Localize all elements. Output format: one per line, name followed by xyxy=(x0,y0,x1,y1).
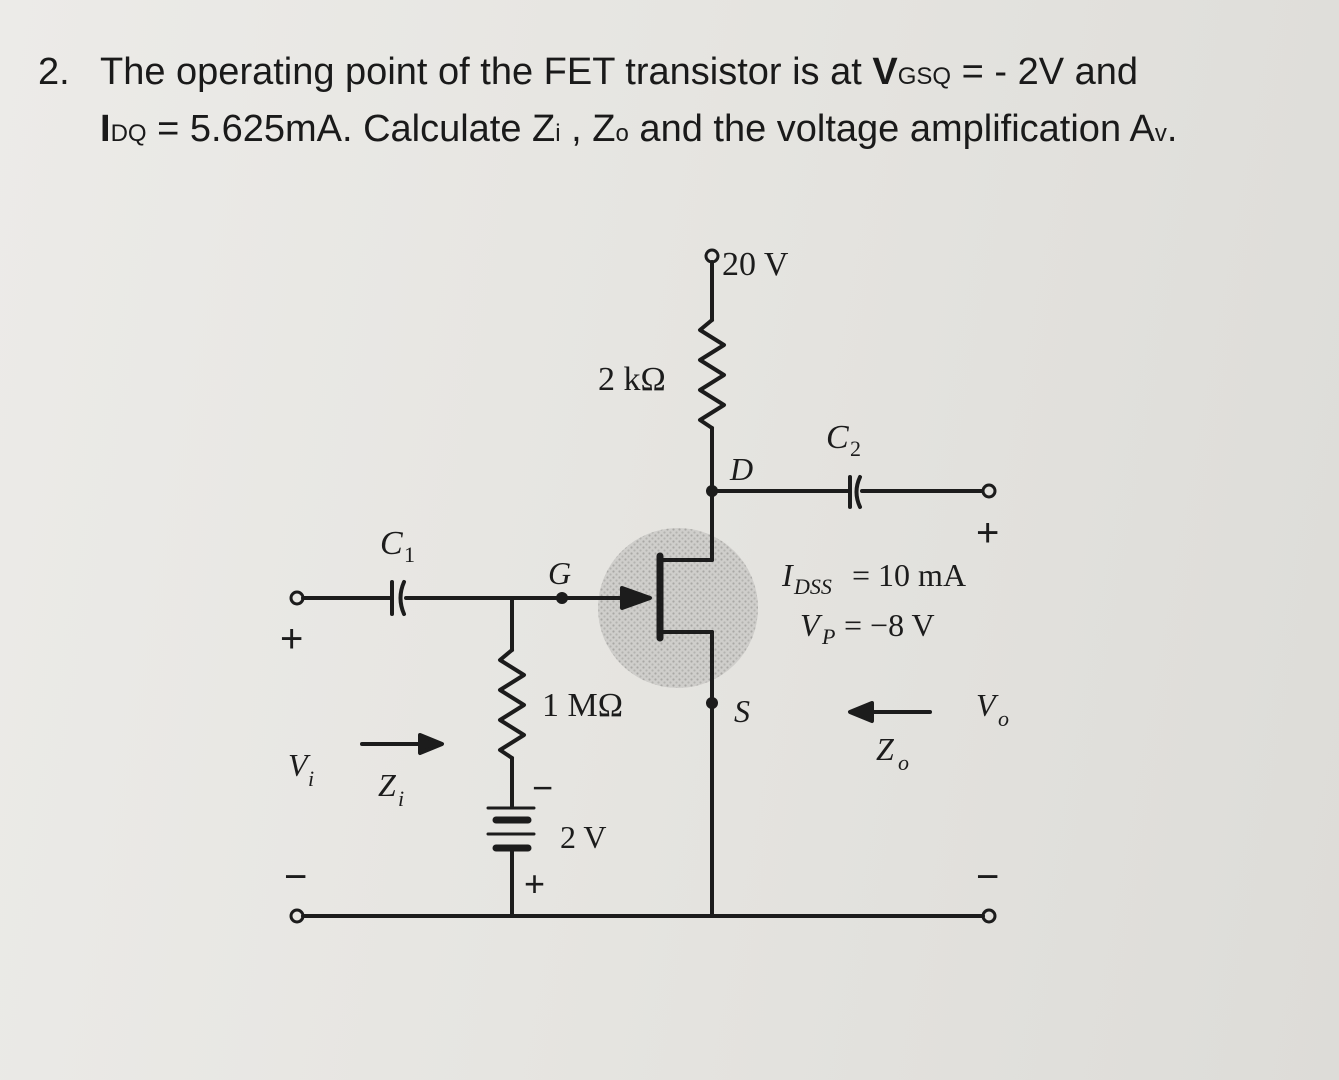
input-minus-label: − xyxy=(284,855,307,899)
c2-label: C xyxy=(826,419,849,456)
input-plus-label: + xyxy=(280,617,303,661)
vp-label: V xyxy=(800,607,823,643)
source-label: S xyxy=(734,693,750,729)
zi-subscript: i xyxy=(555,120,561,147)
question-line2-tail: and the voltage amplification A xyxy=(628,108,1155,150)
question-line1-text: The operating point of the FET transisto… xyxy=(100,51,862,93)
output-plus-label: + xyxy=(976,511,999,555)
zo-label: Z xyxy=(876,731,895,767)
idss-label: I xyxy=(781,557,794,593)
zo-arrow-icon xyxy=(848,701,874,723)
vgsq-value: = - 2V and xyxy=(961,51,1139,93)
gate-label: G xyxy=(548,555,571,591)
gate-arrow-icon xyxy=(620,586,652,610)
zo-subscript: o xyxy=(898,750,909,775)
input-terminal-bottom xyxy=(289,908,305,924)
drain-resistor-label: 2 kΩ xyxy=(598,361,666,398)
zi-arrow-icon xyxy=(418,733,444,755)
output-terminal-bottom xyxy=(981,908,997,924)
question-number: 2. xyxy=(38,51,70,93)
idss-value: = 10 mA xyxy=(852,557,966,593)
c2-plate-right xyxy=(854,475,862,509)
gate-resistor-label: 1 MΩ xyxy=(542,687,623,724)
c1-subscript: 1 xyxy=(404,542,415,567)
jfet-body-shading xyxy=(598,528,758,688)
zi-label: Z xyxy=(378,767,397,803)
source-node xyxy=(706,697,718,709)
zo-subscript: o xyxy=(615,120,629,147)
vi-label: V xyxy=(288,747,311,783)
question-line-2: IDQ = 5.625mA. Calculate Zi , Zo and the… xyxy=(38,103,1318,160)
question-end: . xyxy=(1166,108,1178,150)
vp-value: = −8 V xyxy=(844,607,935,643)
question-line2-text: = 5.625mA. Calculate Z xyxy=(157,108,556,150)
battery-label: 2 V xyxy=(560,819,607,855)
battery-plus-label: + xyxy=(524,863,545,904)
vgsq-subscript: GSQ xyxy=(897,63,952,90)
vgsq-symbol: V xyxy=(872,51,898,93)
av-subscript: v xyxy=(1154,120,1167,147)
output-terminal-top xyxy=(981,483,997,499)
supply-label: 20 V xyxy=(722,246,789,283)
question-text: 2. The operating point of the FET transis… xyxy=(38,46,1318,160)
vo-label: V xyxy=(976,687,999,723)
vi-subscript: i xyxy=(308,766,314,791)
gate-resistor xyxy=(498,648,526,760)
idss-subscript: DSS xyxy=(793,574,832,599)
idq-subscript: DQ xyxy=(110,120,147,147)
idq-symbol: I xyxy=(100,108,111,150)
battery-minus-label: − xyxy=(532,767,553,808)
output-minus-label: − xyxy=(976,855,999,899)
question-line-1: 2. The operating point of the FET transis… xyxy=(38,46,1318,103)
vp-subscript: P xyxy=(821,624,835,649)
c1-plate-right xyxy=(398,580,406,616)
c2-subscript: 2 xyxy=(850,436,861,461)
zi-subscript: i xyxy=(398,786,404,811)
question-separator: , Z xyxy=(560,108,616,150)
vo-subscript: o xyxy=(998,706,1009,731)
c1-label: C xyxy=(380,525,403,562)
drain-label: D xyxy=(729,451,753,487)
drain-resistor xyxy=(698,318,726,430)
